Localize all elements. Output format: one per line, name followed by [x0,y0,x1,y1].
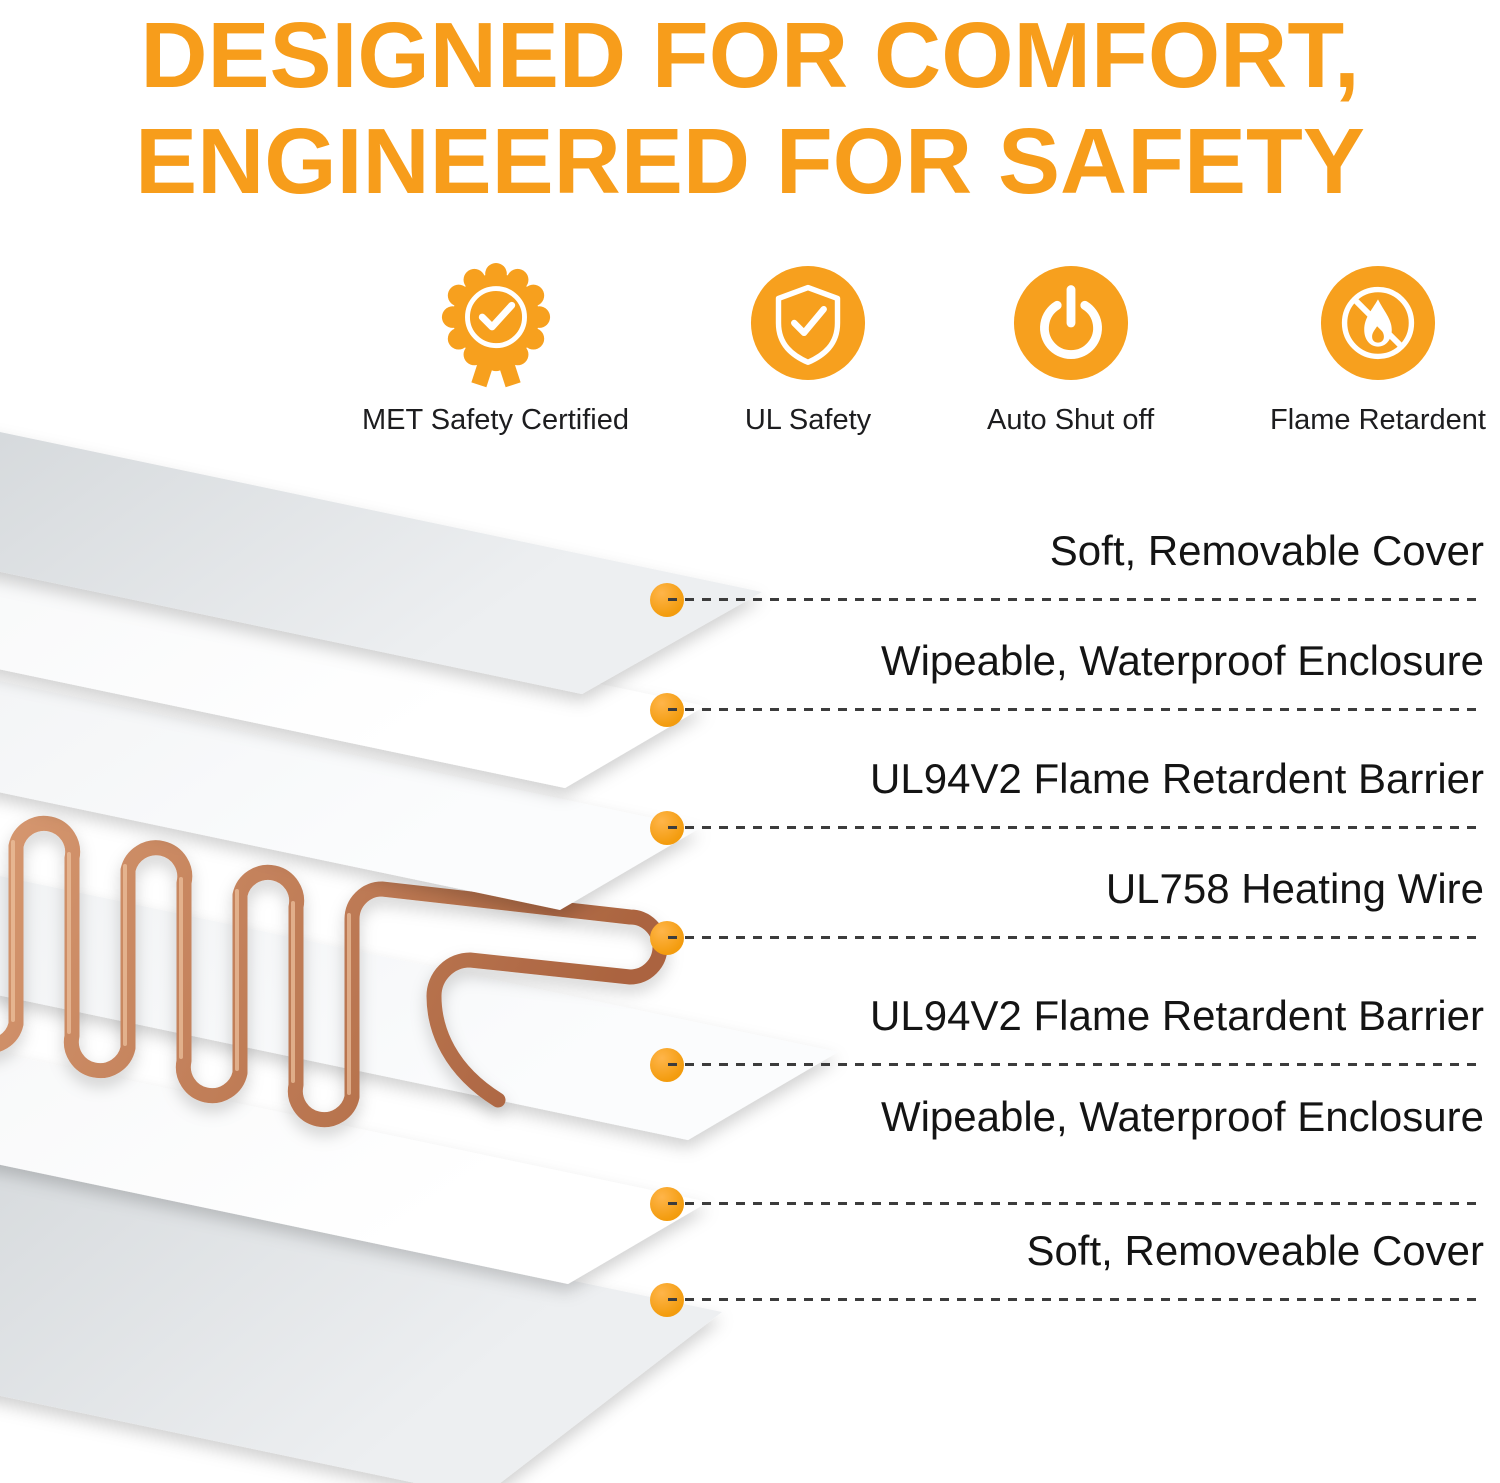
callout-enclosure-top: Wipeable, Waterproof Enclosure [650,635,1484,729]
sheet-cover-top [0,431,762,694]
sheet-enclosure-top [0,557,705,788]
callout-dashed-line [668,1298,1482,1301]
callout-cover-bottom: Soft, Removeable Cover [650,1225,1484,1319]
callout-dashed-line [668,1202,1482,1205]
certification-badges-row: MET Safety Certified UL Safety Auto Shut… [362,263,1486,437]
no-flame-icon [1320,265,1436,381]
badge-flame-retardent: Flame Retardent [1270,264,1486,437]
callout-dashed-line [668,1063,1482,1066]
layer-label: Wipeable, Waterproof Enclosure [880,1093,1484,1140]
callout-dashed-line [668,708,1482,711]
layer-label: UL94V2 Flame Retardent Barrier [870,992,1484,1039]
callout-barrier-bottom: UL94V2 Flame Retardent Barrier [650,990,1484,1084]
title-line-2: ENGINEERED FOR SAFETY [135,109,1365,214]
layer-label: Wipeable, Waterproof Enclosure [880,637,1484,684]
sheet-barrier-bottom [0,876,838,1140]
power-button-icon [1013,265,1128,381]
layer-label: Soft, Removeable Cover [1026,1227,1484,1274]
layer-label: Soft, Removable Cover [1049,527,1484,574]
layer-label: UL94V2 Flame Retardent Barrier [870,755,1484,802]
callout-heating-wire: UL758 Heating Wire [650,863,1484,957]
callout-dashed-line [668,826,1482,829]
callout-dashed-line [668,936,1482,939]
sheet-barrier-top [0,681,700,910]
page-title: DESIGNED FOR COMFORT, ENGINEERED FOR SAF… [0,2,1500,214]
layer-label: UL758 Heating Wire [1105,865,1484,912]
callout-barrier-top: UL94V2 Flame Retardent Barrier [650,753,1484,847]
badge-label-auto-shutoff: Auto Shut off [986,404,1155,436]
sheet-enclosure-bottom [0,1053,708,1284]
callout-cover-top: Soft, Removable Cover [650,525,1484,619]
badge-label-met: MET Safety Certified [362,404,630,436]
title-line-1: DESIGNED FOR COMFORT, [140,3,1360,107]
shield-check-icon [750,265,866,381]
met-certified-rosette-icon [441,263,550,388]
badge-label-flame: Flame Retardent [1269,404,1486,436]
badge-auto-shutoff: Auto Shut off [987,264,1154,437]
badge-ul-safety: UL Safety [745,264,871,437]
callout-dashed-line [668,598,1482,601]
sheet-cover-bottom [0,1160,722,1483]
callout-enclosure-bottom: Wipeable, Waterproof Enclosure [650,1091,1484,1223]
badge-label-ul: UL Safety [744,404,872,436]
badge-met-certified: MET Safety Certified [362,263,630,437]
